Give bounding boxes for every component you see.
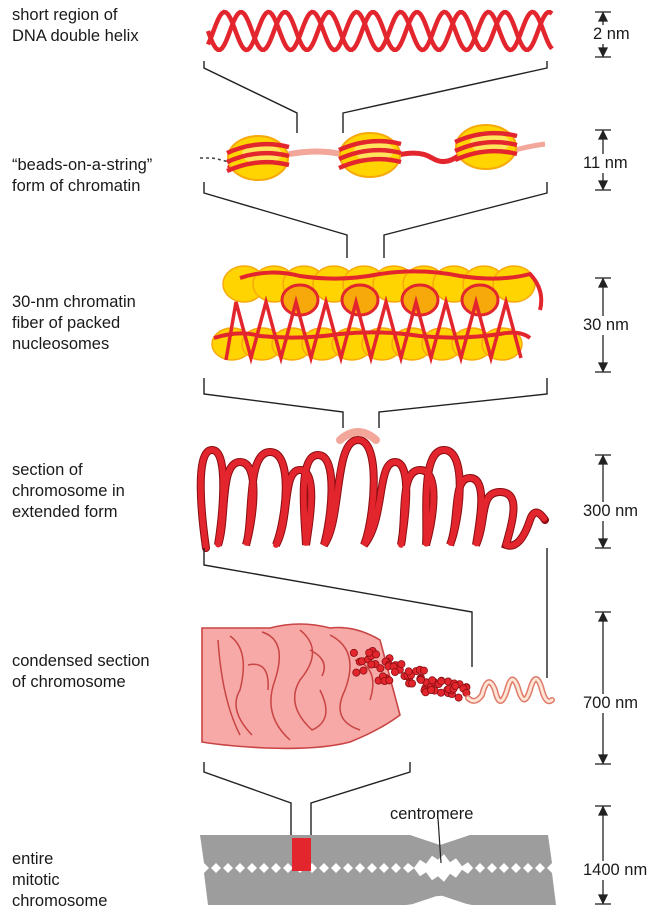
scale-bar-5: [595, 612, 611, 764]
label-mitotic-chromosome: entire mitotic chromosome: [12, 849, 107, 912]
connector-5: [204, 762, 410, 838]
label-30nm-fiber: 30-nm chromatin fiber of packed nucleoso…: [12, 292, 136, 355]
condensed-chromosome-icon: [202, 624, 552, 748]
scale-11nm: 11 nm: [582, 154, 629, 173]
red-band: [292, 838, 311, 871]
connector-3: [204, 378, 547, 428]
scale-30nm: 30 nm: [582, 316, 630, 335]
beads-on-a-string-icon: [200, 125, 545, 180]
looped-chromosome-icon: [201, 432, 545, 548]
label-extended-chromosome: section of chromosome in extended form: [12, 460, 125, 523]
scale-700nm: 700 nm: [582, 694, 639, 713]
connector-2: [204, 182, 547, 258]
label-beads-on-string: “beads-on-a-string” form of chromatin: [12, 155, 152, 197]
mitotic-chromosome-icon: [200, 818, 556, 905]
label-condensed-section: condensed section of chromosome: [12, 651, 150, 693]
chromatin-fiber-icon: [212, 266, 541, 360]
scale-2nm: 2 nm: [592, 25, 631, 44]
scale-1400nm: 1400 nm: [582, 861, 648, 880]
label-dna-helix: short region of DNA double helix: [12, 5, 139, 47]
scale-300nm: 300 nm: [582, 502, 639, 521]
dna-double-helix-icon: [208, 12, 552, 50]
centromere-label: centromere: [390, 805, 473, 824]
scale-bar-6: [595, 806, 611, 904]
connector-1: [204, 61, 547, 133]
